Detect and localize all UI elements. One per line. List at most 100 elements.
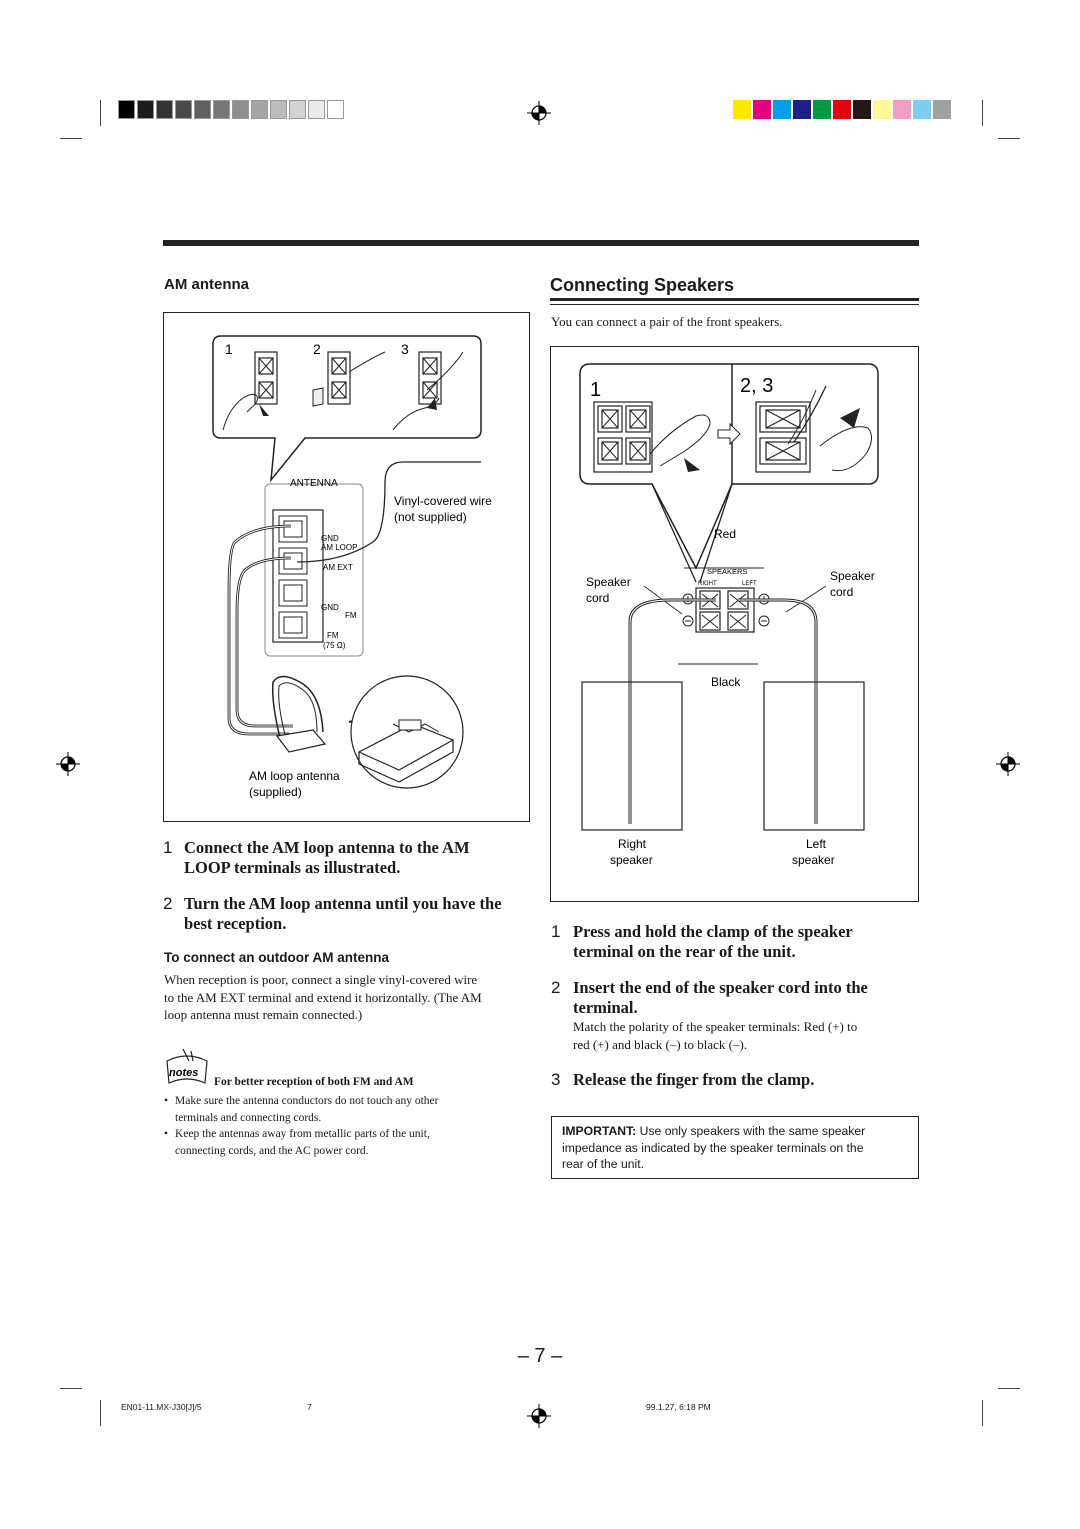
left-speaker-label: Left	[806, 837, 827, 851]
footer-date: 99.1.27, 6:18 PM	[646, 1402, 711, 1412]
step-number: 1	[551, 922, 561, 941]
registration-mark	[996, 752, 1020, 776]
footer-page: 7	[307, 1402, 312, 1412]
step-text: Press and hold the clamp of the speaker …	[573, 922, 853, 961]
calibration-swatch	[194, 100, 211, 119]
speaker-cord-label-left-2: cord	[586, 591, 609, 605]
calibration-swatch	[289, 100, 306, 119]
right-small-label: RIGHT	[698, 581, 717, 587]
calibration-swatch	[773, 100, 791, 119]
notes-heading: For better reception of both FM and AM	[214, 1076, 414, 1088]
calibration-swatch	[308, 100, 325, 119]
right-speaker-label: Right	[618, 837, 647, 851]
calibration-swatch	[118, 100, 135, 119]
am-loop-label: AM LOOP	[321, 543, 357, 552]
step-1-number: 1	[225, 341, 233, 357]
crop-mark	[100, 100, 101, 126]
step-2-number: 2	[313, 341, 321, 357]
am-loop-antenna-label: AM loop antenna	[249, 769, 340, 783]
fm-ohm-label: (75 Ω)	[323, 641, 346, 650]
calibration-swatch	[213, 100, 230, 119]
step-3-number: 3	[401, 341, 409, 357]
step-number: 3	[551, 1070, 561, 1089]
calibration-swatch	[913, 100, 931, 119]
speaker-cord-label-right-2: cord	[830, 585, 853, 599]
right-speaker-label-2: speaker	[610, 853, 653, 867]
left-speaker-box	[763, 681, 865, 831]
calibration-swatch	[137, 100, 154, 119]
calibration-swatch	[156, 100, 173, 119]
calibration-swatch	[251, 100, 268, 119]
polarity-text: Match the polarity of the speaker termin…	[573, 1019, 858, 1052]
color-bar	[733, 100, 963, 120]
calibration-swatch	[893, 100, 911, 119]
calibration-swatch	[933, 100, 951, 119]
crop-mark	[100, 1400, 101, 1426]
fm-label: FM	[327, 631, 339, 640]
notes-bullet-1: • Make sure the antenna conductors do no…	[164, 1095, 439, 1124]
title-underline	[550, 298, 919, 301]
calibration-swatch	[813, 100, 831, 119]
step-text: Release the finger from the clamp.	[573, 1070, 815, 1089]
not-supplied-label: (not supplied)	[394, 510, 467, 524]
crop-mark	[998, 138, 1020, 139]
outdoor-antenna-text: When reception is poor, connect a single…	[164, 972, 482, 1022]
speaker-cord-label-right: Speaker	[830, 569, 875, 583]
crop-mark	[60, 1388, 82, 1389]
speaker-cord-label-left: Speaker	[586, 575, 631, 589]
page-number: – 7 –	[517, 1345, 563, 1367]
calibration-swatch	[793, 100, 811, 119]
step-number: 2	[163, 894, 173, 913]
step-text: Turn the AM loop antenna until you have …	[184, 894, 502, 933]
calibration-swatch	[270, 100, 287, 119]
step-text: Insert the end of the speaker cord into …	[573, 978, 868, 1017]
connecting-speakers-title: Connecting Speakers	[550, 275, 735, 295]
footer-file: EN01-11.MX-J30[J]/5	[121, 1402, 202, 1412]
am-ext-label: AM EXT	[323, 563, 353, 572]
am-antenna-title: AM antenna	[164, 276, 250, 293]
crop-mark	[60, 138, 82, 139]
red-label: Red	[714, 527, 736, 541]
notes-bullet-2: • Keep the antennas away from metallic p…	[164, 1128, 430, 1157]
title-underline-thin	[550, 304, 919, 305]
step-number: 2	[551, 978, 561, 997]
outdoor-antenna-heading: To connect an outdoor AM antenna	[164, 950, 389, 965]
registration-mark	[527, 1404, 551, 1428]
left-small-label: LEFT	[742, 581, 757, 587]
step-23-label: 2, 3	[740, 375, 773, 397]
notes-icon: notes	[166, 1048, 208, 1084]
intro-text: You can connect a pair of the front spea…	[551, 314, 783, 329]
registration-mark	[527, 101, 551, 125]
important-box: IMPORTANT: Use only speakers with the sa…	[551, 1116, 919, 1179]
header-rule	[163, 240, 919, 246]
registration-mark	[56, 752, 80, 776]
speaker-illustration: 1 2, 3 Red SPEAKERS RIGHT LEFT	[579, 363, 879, 867]
fm-small-label: FM	[345, 611, 357, 620]
step-number: 1	[163, 838, 173, 857]
crop-mark	[998, 1388, 1020, 1389]
calibration-swatch	[833, 100, 851, 119]
important-label: IMPORTANT:	[562, 1124, 637, 1138]
svg-text:notes: notes	[169, 1067, 198, 1079]
vinyl-wire-label: Vinyl-covered wire	[394, 494, 492, 508]
black-label: Black	[711, 675, 741, 689]
left-speaker-label-2: speaker	[792, 853, 835, 867]
antenna-label: ANTENNA	[290, 478, 338, 489]
step-text: Connect the AM loop antenna to the AM LO…	[184, 838, 470, 877]
gnd-label: GND	[321, 534, 339, 543]
calibration-swatch	[753, 100, 771, 119]
am-antenna-diagram	[163, 312, 530, 822]
calibration-swatch	[175, 100, 192, 119]
right-speaker-box	[581, 681, 683, 831]
gnd-fm-label: GND	[321, 603, 339, 612]
crop-mark	[982, 1400, 983, 1426]
am-antenna-illustration: 1 2 3 ANTENNA GND AM LOOP AM EXT GND FM …	[212, 335, 492, 799]
calibration-swatch	[733, 100, 751, 119]
step-1-label: 1	[590, 379, 601, 401]
grayscale-bar	[118, 100, 348, 120]
speakers-panel-label: SPEAKERS	[707, 567, 747, 576]
supplied-label: (supplied)	[249, 785, 302, 799]
calibration-swatch	[232, 100, 249, 119]
crop-mark	[982, 100, 983, 126]
calibration-swatch	[327, 100, 344, 119]
